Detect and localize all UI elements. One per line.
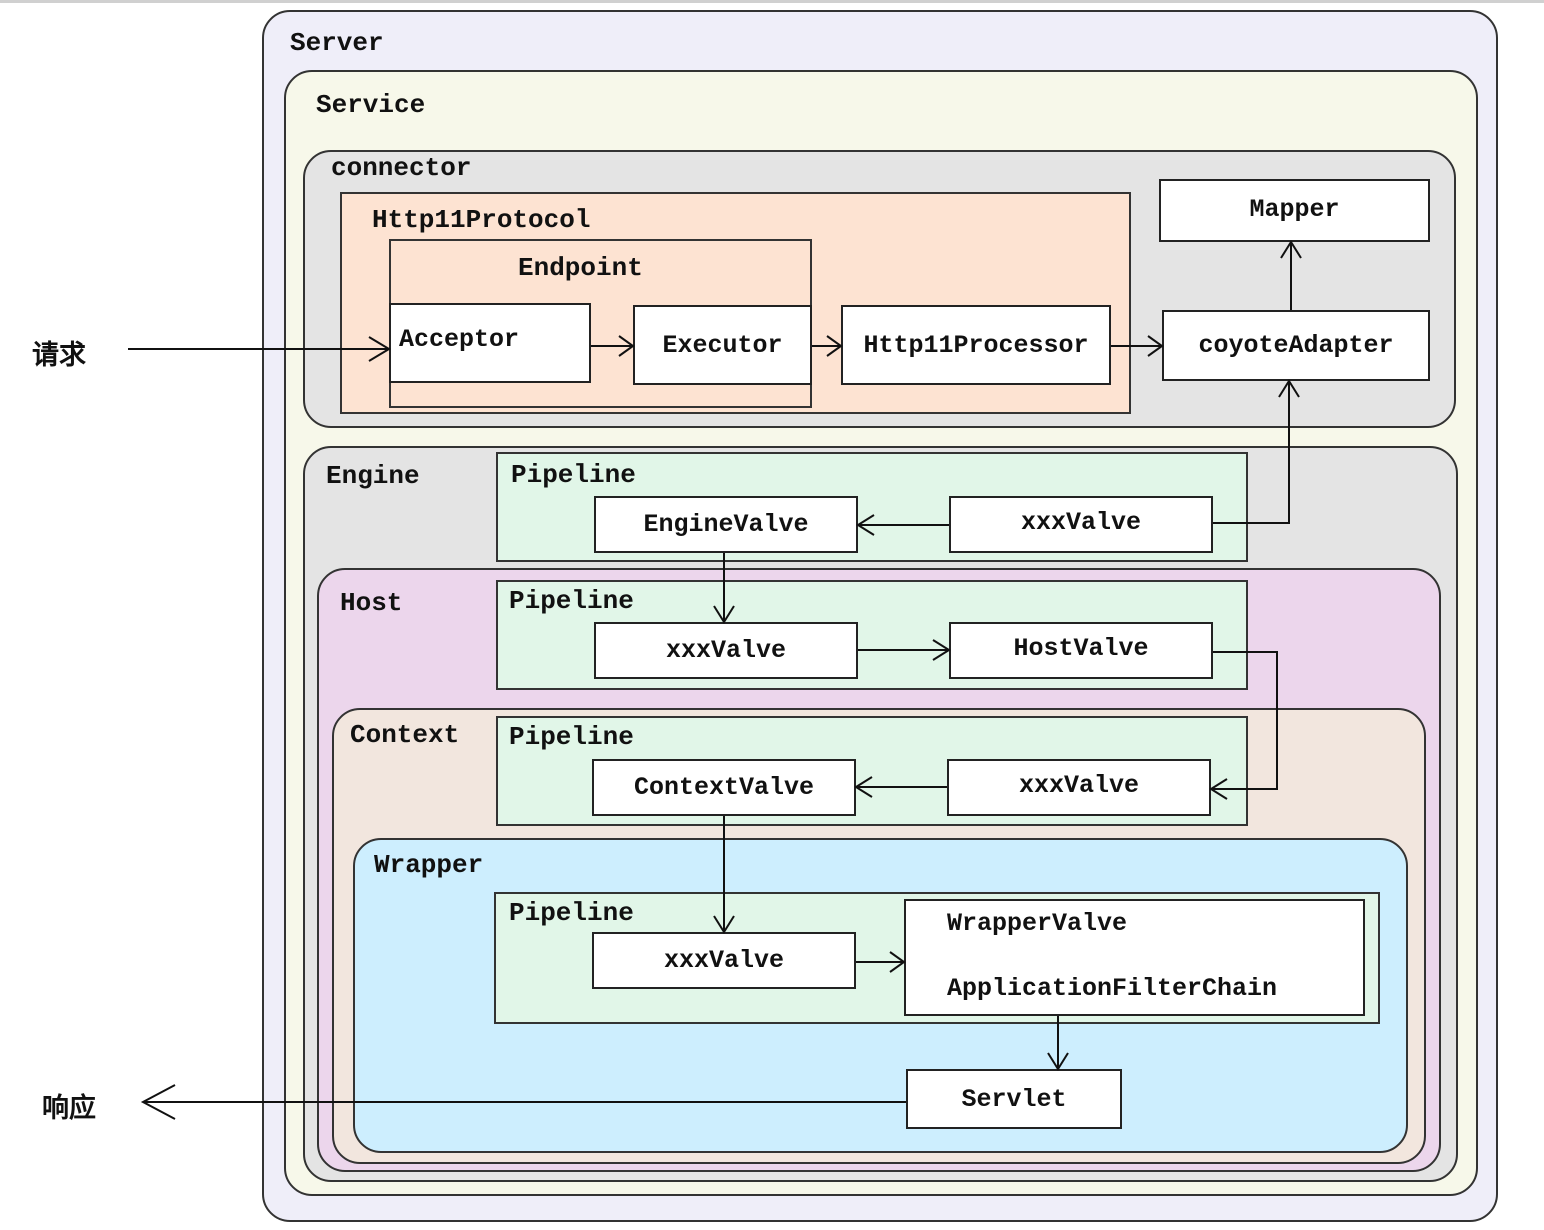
http11protocol-label: Http11Protocol xyxy=(372,205,591,235)
request-label: 请求 xyxy=(32,340,86,371)
mapper-node[interactable]: Mapper xyxy=(1159,179,1430,242)
engine-valve-node[interactable]: EngineValve xyxy=(594,496,858,553)
executor-node[interactable]: Executor xyxy=(633,305,812,385)
wrapper-label: Wrapper xyxy=(374,850,484,880)
host-xxxvalve-node[interactable]: xxxValve xyxy=(594,622,858,679)
wrapper-valve-node[interactable]: WrapperValve ApplicationFilterChain xyxy=(904,899,1365,1016)
coyoteadapter-node[interactable]: coyoteAdapter xyxy=(1162,310,1430,381)
acceptor-node[interactable]: Acceptor xyxy=(389,303,591,383)
service-label: Service xyxy=(316,90,426,120)
context-xxxvalve-node[interactable]: xxxValve xyxy=(947,759,1211,816)
server-label: Server xyxy=(290,28,384,58)
host-label: Host xyxy=(340,588,403,618)
host-valve-node[interactable]: HostValve xyxy=(949,622,1213,679)
wrapper-valve-label: WrapperValve xyxy=(947,909,1128,938)
context-valve-node[interactable]: ContextValve xyxy=(592,759,856,816)
host-pipeline-label: Pipeline xyxy=(509,586,634,616)
http11processor-node[interactable]: Http11Processor xyxy=(841,305,1111,385)
wrapper-pipeline-label: Pipeline xyxy=(509,898,634,928)
top-border xyxy=(0,0,1544,3)
context-label: Context xyxy=(350,720,460,750)
servlet-node[interactable]: Servlet xyxy=(906,1069,1122,1129)
engine-pipeline-label: Pipeline xyxy=(511,460,636,490)
response-label: 响应 xyxy=(42,1093,96,1124)
context-pipeline-label: Pipeline xyxy=(509,722,634,752)
engine-xxxvalve-node[interactable]: xxxValve xyxy=(949,496,1213,553)
filter-chain-label: ApplicationFilterChain xyxy=(947,974,1278,1003)
wrapper-xxxvalve-node[interactable]: xxxValve xyxy=(592,932,856,989)
endpoint-label: Endpoint xyxy=(518,253,643,283)
connector-label: connector xyxy=(331,153,472,183)
engine-label: Engine xyxy=(326,461,420,491)
arrowhead-response xyxy=(140,1084,176,1120)
